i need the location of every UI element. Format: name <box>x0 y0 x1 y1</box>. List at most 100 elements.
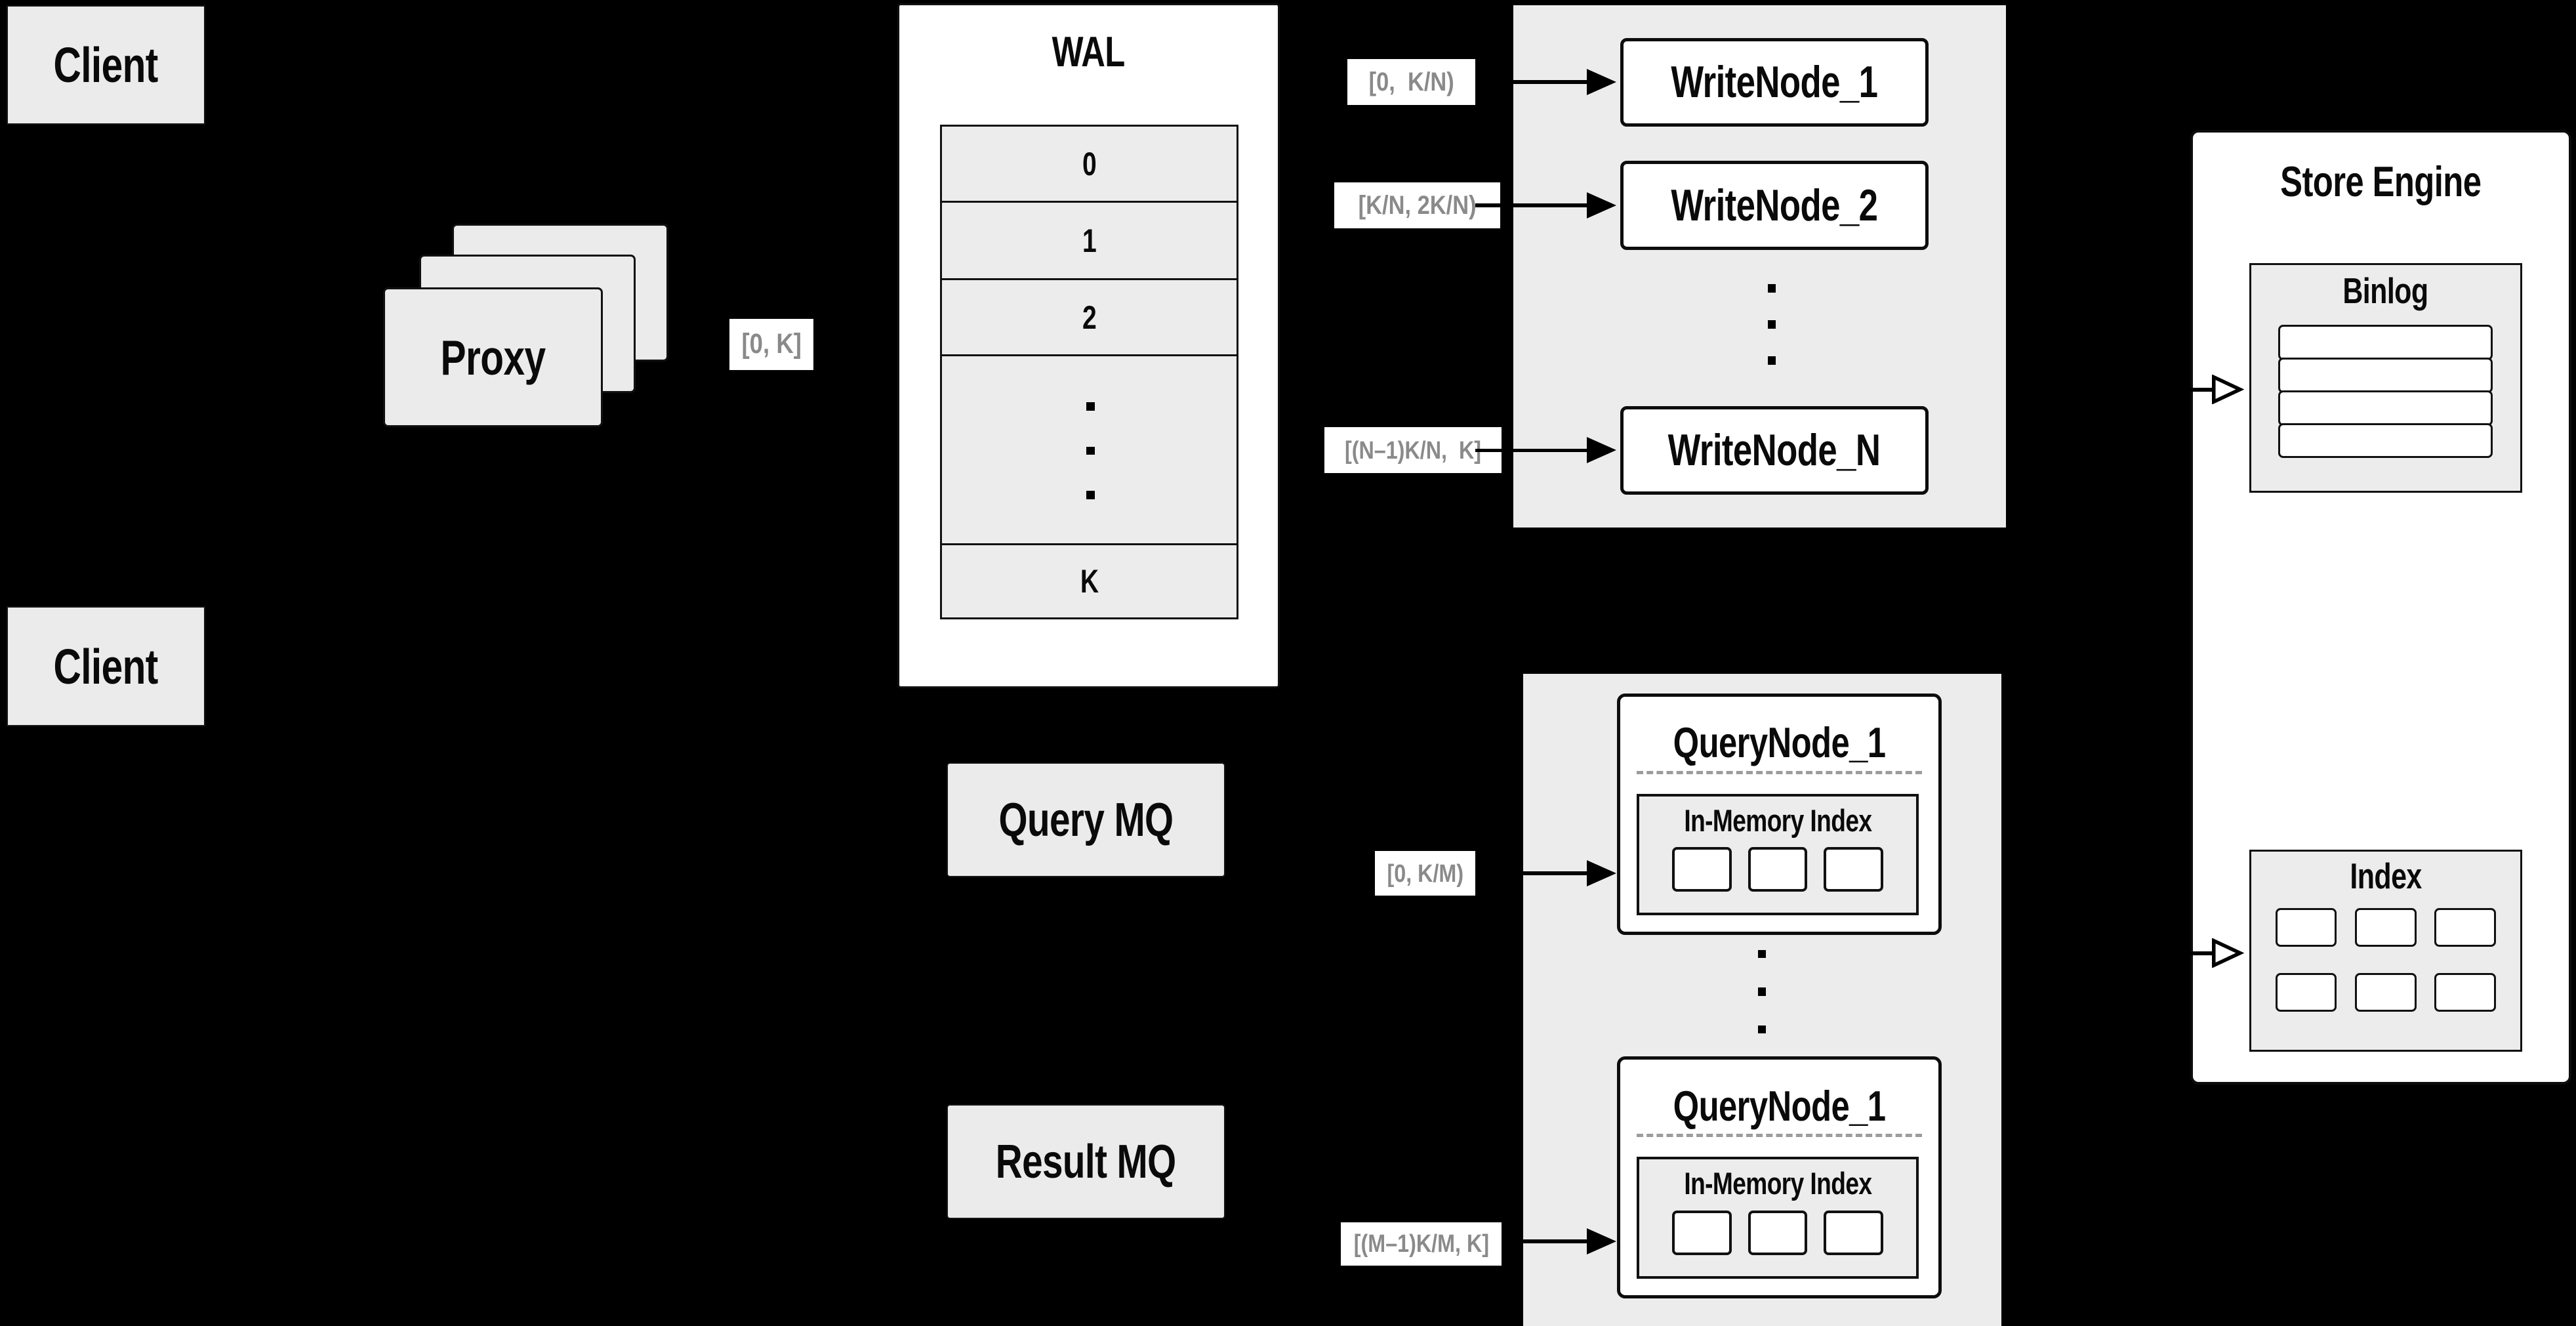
memory-segments-row <box>1639 847 1917 892</box>
filled-arrowhead-icon <box>1587 860 1617 887</box>
query-node-2-title-wrap: QueryNode_1 <box>1620 1081 1939 1130</box>
index-cells-row <box>2251 973 2520 1012</box>
index-cell <box>2354 908 2417 947</box>
range-label-qnode2-text: [(M–1)K/M, K] <box>1353 1230 1489 1258</box>
memory-segment <box>1748 847 1808 892</box>
wal-row-0: 0 <box>941 127 1237 201</box>
ellipsis-dot-icon <box>1086 446 1095 455</box>
range-label-proxy-wal-text: [0, K] <box>741 328 802 360</box>
wal-row-1-label: 1 <box>1082 222 1097 259</box>
wal-row-k-label: K <box>1080 563 1099 600</box>
dashed-divider <box>1636 770 1923 774</box>
wal-row-1: 1 <box>941 201 1237 279</box>
query-mq-label: Query MQ <box>998 793 1174 847</box>
memory-segment <box>1671 1210 1732 1255</box>
ellipsis-dot-icon <box>1086 491 1095 499</box>
wal-title: WAL <box>1052 27 1126 75</box>
arrow-line-qnode2 <box>1502 1239 1591 1243</box>
filled-arrowhead-icon <box>1587 1228 1617 1255</box>
index-arrow-line <box>2183 951 2213 955</box>
memory-segment <box>1824 1210 1883 1255</box>
index-cell <box>2354 973 2417 1012</box>
index-cell <box>2275 908 2337 947</box>
arrow-line-nodeN <box>1475 448 1591 452</box>
memory-segments-row <box>1639 1210 1917 1255</box>
in-memory-index-1-title-wrap: In-Memory Index <box>1639 803 1917 839</box>
memory-segment <box>1748 1210 1808 1255</box>
in-memory-index-2-title-wrap: In-Memory Index <box>1639 1166 1917 1202</box>
filled-arrowhead-icon <box>1587 69 1617 96</box>
in-memory-index-box-2: In-Memory Index <box>1636 1157 1919 1279</box>
range-label-node2-text: [K/N, 2K/N) <box>1358 190 1477 220</box>
index-cell <box>2275 973 2337 1012</box>
query-node-1: QueryNode_1 In-Memory Index <box>1616 693 1942 936</box>
client-bottom-label: Client <box>53 638 159 694</box>
write-node-2: WriteNode_2 <box>1620 161 1929 250</box>
binlog-box: Binlog <box>2249 262 2522 493</box>
index-cell <box>2434 973 2496 1012</box>
range-label-nodeN-text: [(N–1)K/N, K] <box>1344 436 1481 464</box>
ellipsis-dot-icon <box>1757 987 1767 996</box>
index-cell <box>2434 908 2496 947</box>
ellipsis-dot-icon <box>1757 1025 1767 1034</box>
binlog-arrow-line <box>2183 388 2213 392</box>
memory-segment <box>1671 847 1732 892</box>
hollow-arrowhead-icon <box>2212 375 2245 405</box>
arrow-line-node2 <box>1475 203 1591 207</box>
result-mq-label: Result MQ <box>996 1135 1176 1189</box>
arrow-line-node1 <box>1475 80 1591 84</box>
binlog-title: Binlog <box>2342 270 2429 312</box>
binlog-title-wrap: Binlog <box>2251 270 2520 312</box>
binlog-row <box>2278 390 2493 426</box>
index-title: Index <box>2350 855 2422 896</box>
binlog-rows <box>2251 325 2520 459</box>
index-box: Index <box>2249 849 2522 1052</box>
memory-segment <box>1824 847 1883 892</box>
store-engine-title-wrap: Store Engine <box>2193 157 2569 206</box>
wal-row-ellipsis <box>941 354 1237 544</box>
range-label-node1: [0, K/N) <box>1347 59 1476 106</box>
ellipsis-dot-icon <box>1767 284 1776 293</box>
range-label-qnode1: [0, K/M) <box>1375 851 1476 896</box>
binlog-row <box>2278 423 2493 459</box>
ellipsis-dot-icon <box>1086 402 1095 411</box>
range-label-nodeN: [(N–1)K/N, K] <box>1324 427 1502 474</box>
filled-arrowhead-icon <box>1587 437 1617 464</box>
query-mq-box: Query MQ <box>946 762 1226 878</box>
hollow-arrowhead-icon <box>2212 938 2245 968</box>
ellipsis-dot-icon <box>1767 356 1776 365</box>
binlog-row <box>2278 358 2493 393</box>
ellipsis-dot-icon <box>1767 320 1776 329</box>
client-box-bottom: Client <box>7 606 206 727</box>
wal-row-2-label: 2 <box>1082 299 1097 336</box>
write-node-1: WriteNode_1 <box>1620 37 1929 127</box>
ellipsis-dot-icon <box>1757 949 1767 959</box>
wal-row-2: 2 <box>941 278 1237 354</box>
query-node-2: QueryNode_1 In-Memory Index <box>1616 1056 1942 1298</box>
range-label-qnode1-text: [0, K/M) <box>1387 859 1464 887</box>
index-cells-row <box>2251 908 2520 947</box>
write-node-n: WriteNode_N <box>1620 405 1929 495</box>
store-engine-title: Store Engine <box>2280 157 2482 206</box>
range-label-qnode2: [(M–1)K/M, K] <box>1340 1222 1502 1266</box>
proxy-label: Proxy <box>440 329 546 385</box>
result-mq-box: Result MQ <box>946 1104 1226 1220</box>
query-node-1-title: QueryNode_1 <box>1673 718 1886 767</box>
write-node-1-label: WriteNode_1 <box>1671 57 1878 107</box>
in-memory-index-2-title: In-Memory Index <box>1683 1167 1872 1202</box>
query-node-1-title-wrap: QueryNode_1 <box>1620 718 1939 767</box>
range-label-node1-text: [0, K/N) <box>1368 67 1454 96</box>
index-title-wrap: Index <box>2251 855 2520 897</box>
range-label-proxy-wal: [0, K] <box>729 318 813 370</box>
wal-title-wrap: WAL <box>899 27 1278 76</box>
write-node-n-label: WriteNode_N <box>1668 425 1881 475</box>
wal-row-k: K <box>941 543 1237 618</box>
dashed-divider <box>1636 1134 1923 1138</box>
proxy-box: Proxy <box>382 287 603 428</box>
range-label-node2: [K/N, 2K/N) <box>1334 182 1500 229</box>
in-memory-index-box-1: In-Memory Index <box>1636 793 1919 916</box>
wal-table: 0 1 2 K <box>939 125 1239 620</box>
filled-arrowhead-icon <box>1587 192 1617 219</box>
binlog-row <box>2278 325 2493 360</box>
